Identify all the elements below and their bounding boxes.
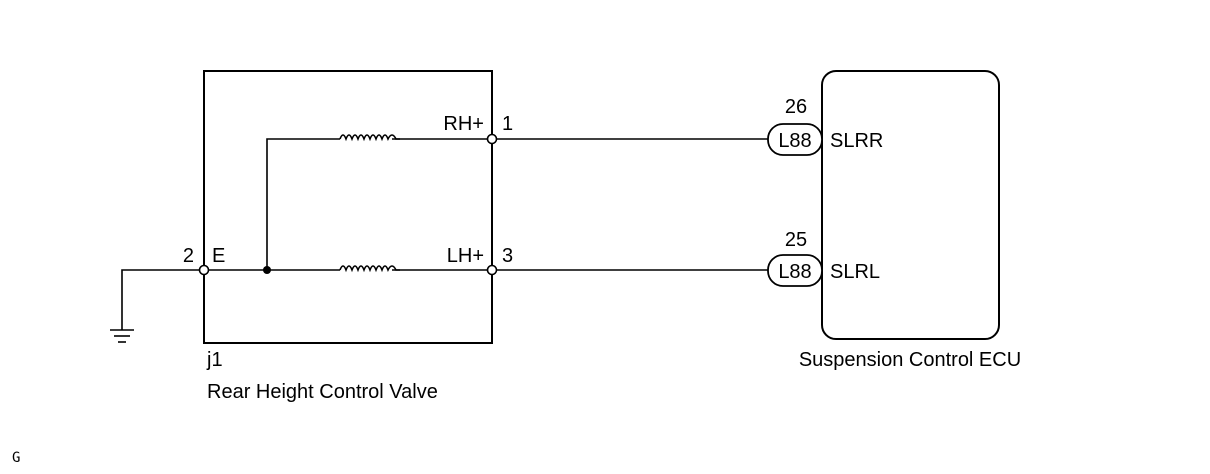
junction-dot	[263, 266, 271, 274]
valve-internal-wiring	[204, 138, 492, 274]
pin-number-lh: 3	[502, 245, 513, 267]
terminal-rh	[486, 133, 498, 145]
ecu-pin-label-slrr: SLRR	[830, 130, 883, 152]
connector-slrr: L88	[767, 123, 823, 156]
pin-number-e: 2	[183, 245, 194, 267]
ecu-pin-number-slrl: 25	[785, 229, 807, 251]
ecu-pin-number-slrr: 26	[785, 96, 807, 118]
connector-label-slrl: L88	[778, 261, 811, 283]
footer-code: G	[12, 450, 20, 466]
pin-label-e: E	[212, 245, 225, 267]
valve-box	[203, 70, 493, 344]
valve-code: j1	[206, 349, 223, 371]
lh-solenoid-coil	[339, 265, 400, 273]
pin-label-rh: RH+	[443, 113, 484, 135]
ecu-name: Suspension Control ECU	[799, 349, 1021, 371]
connector-slrl: L88	[767, 254, 823, 287]
ecu-box	[821, 70, 1000, 340]
rh-solenoid-coil	[339, 134, 400, 142]
connector-label-slrr: L88	[778, 130, 811, 152]
ecu-pin-label-slrl: SLRL	[830, 261, 880, 283]
valve-name: Rear Height Control Valve	[207, 381, 438, 403]
pin-number-rh: 1	[502, 113, 513, 135]
terminal-e	[198, 264, 210, 276]
terminal-lh	[486, 264, 498, 276]
ground-symbol	[110, 269, 204, 343]
pin-label-lh: LH+	[447, 245, 484, 267]
